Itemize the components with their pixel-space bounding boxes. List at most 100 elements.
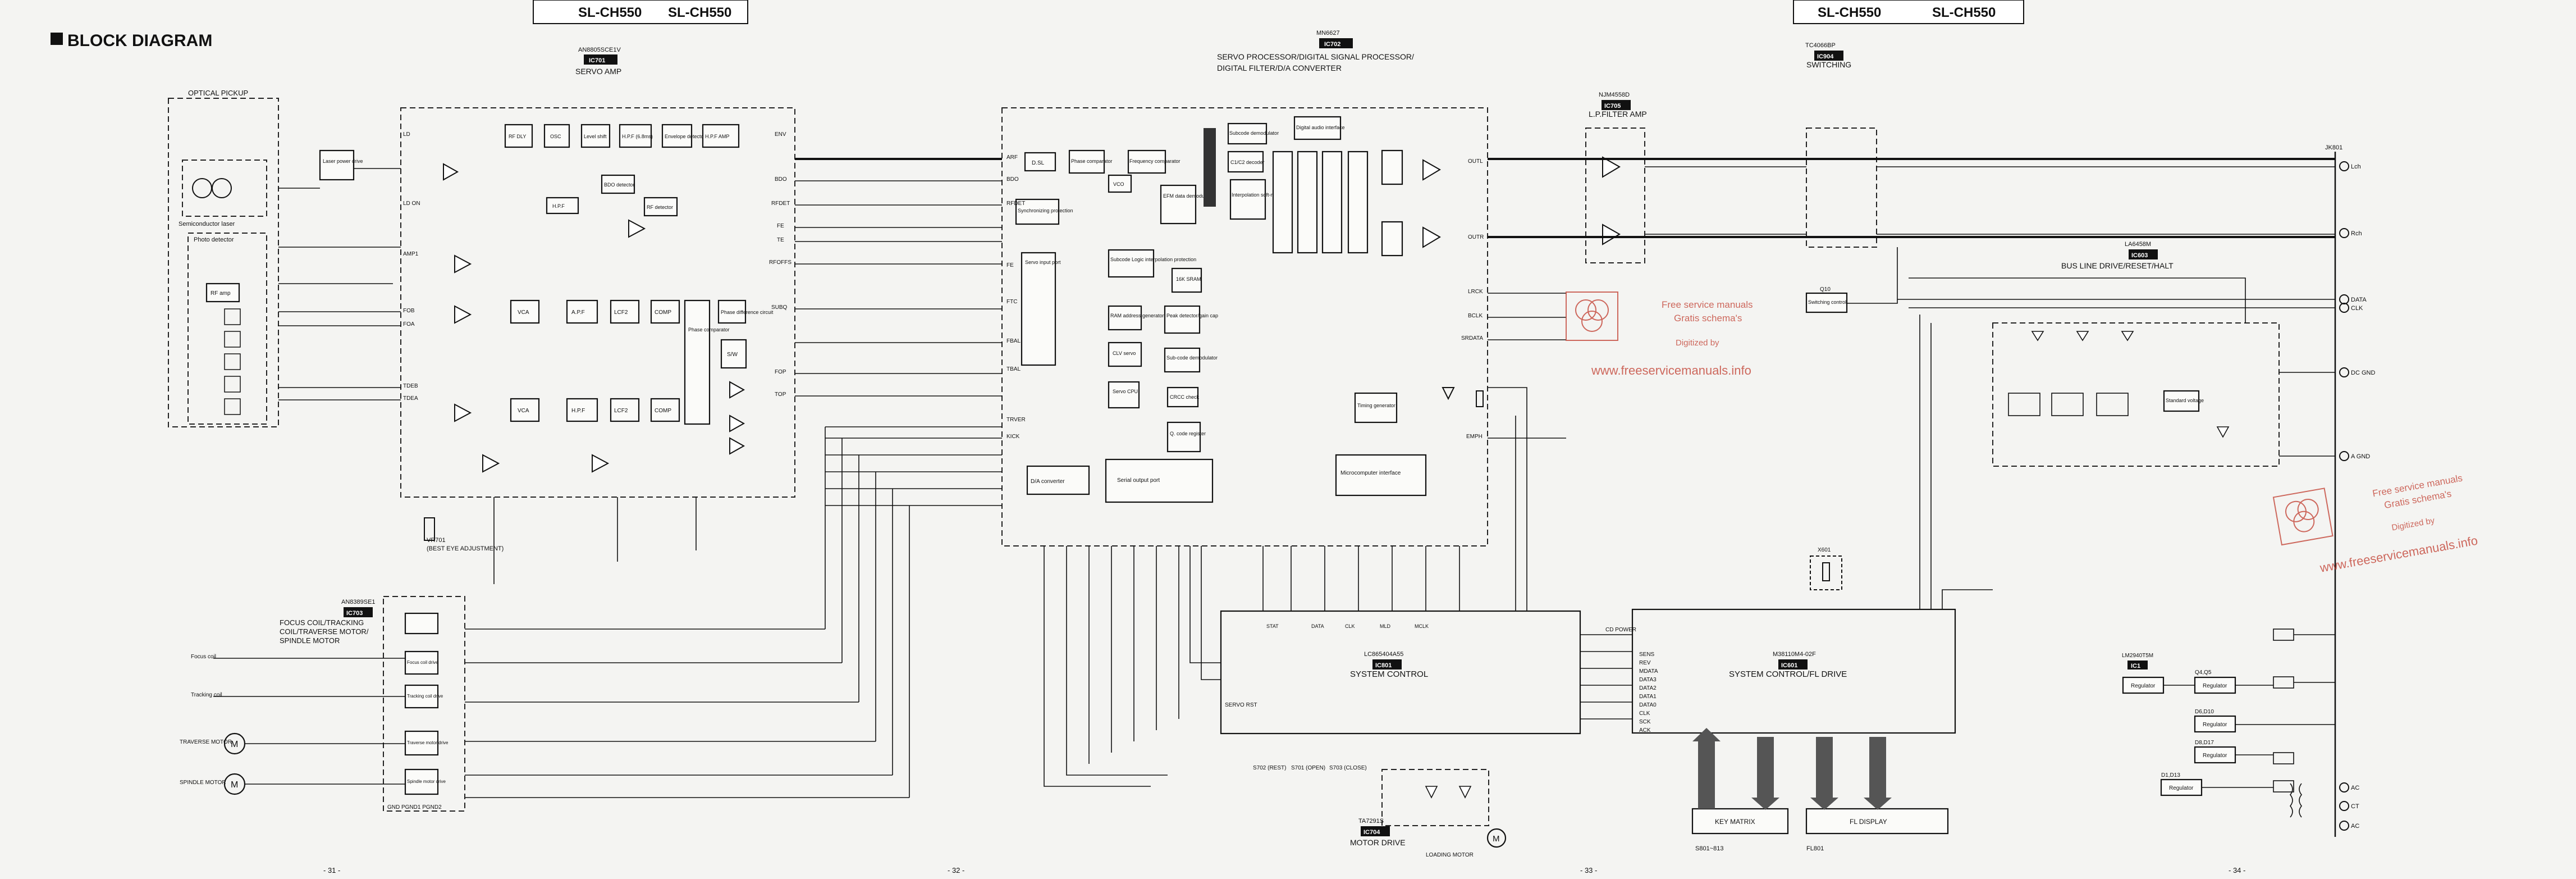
pin-label: DATA2 <box>1639 685 1657 691</box>
system-control-ref-badge <box>1372 659 1402 670</box>
block-label: Focus coil drive <box>407 660 438 665</box>
watermark-text: Free service manuals <box>1662 299 1753 310</box>
block-label: Level shift <box>584 134 607 139</box>
signal-wiring <box>213 158 2335 798</box>
pin-label: REV <box>1639 660 1651 666</box>
component-label: D6,D10 <box>2195 709 2214 715</box>
fl-drive-ref-badge <box>1778 659 1808 670</box>
motor-driver-amp <box>1458 786 1472 799</box>
block-label: Microcomputer interface <box>1340 470 1401 476</box>
pin-label: LRCK <box>1468 289 1483 295</box>
terminal-label: CT <box>2351 803 2359 810</box>
laser-power-drive-block <box>319 149 355 181</box>
component-label: D1,D13 <box>2161 772 2180 778</box>
block-label: COMP <box>655 408 671 414</box>
pin-label: CLK <box>1639 711 1650 717</box>
fl-drive-title: SYSTEM CONTROL/FL DRIVE <box>1729 670 1847 679</box>
pin-label: FBAL <box>1006 338 1021 344</box>
pin-label: OUTL <box>1468 158 1483 165</box>
servo-amp-opamps <box>443 163 745 473</box>
switching-ref-badge <box>1814 51 1843 61</box>
q10-label: Q10 <box>1820 286 1831 293</box>
block-label: 16K SRAM <box>1176 276 1201 282</box>
block-label: Phase comparator <box>1071 158 1113 164</box>
block-label: Digital audio interface <box>1296 125 1345 130</box>
switching-title: SWITCHING <box>1806 60 1851 69</box>
model-label: SL-CH550 <box>668 5 731 20</box>
block-label: RF DLY <box>509 134 526 139</box>
servo-amp-left-pins: LD LD ON AMP1 FOB FOA TDEB TDEA <box>403 131 420 402</box>
block-label: EFM data demodulator <box>1163 193 1215 199</box>
focus-drive-title-3: SPINDLE MOTOR <box>280 636 340 645</box>
monitor-diode-icon <box>212 178 232 198</box>
key-matrix-label: KEY MATRIX <box>1715 818 1755 826</box>
watermark-1: Free service manuals Gratis schema's Dig… <box>1566 292 1753 377</box>
pin-label: MLD <box>1380 623 1391 629</box>
component-label: Q4,Q5 <box>2195 670 2212 676</box>
pin-label: SRDATA <box>1461 335 1483 341</box>
focus-drive-frame <box>383 596 465 812</box>
fl-drive-part: M38110M4-02F <box>1773 651 1816 658</box>
focus-drive-ref-badge <box>344 607 373 617</box>
crystal-x701 <box>1442 387 1484 407</box>
focus-drive-title-1: FOCUS COIL/TRACKING <box>280 618 364 627</box>
terminal-label: CLK <box>2351 305 2363 312</box>
block-label: VCO <box>1113 181 1124 187</box>
motor-glyph: M <box>231 780 238 790</box>
x601-crystal: X601 <box>1810 547 1842 590</box>
pin-label: BDO <box>1006 176 1019 183</box>
block-label: Serial output port <box>1117 477 1160 484</box>
page-number: - 31 - <box>323 866 340 875</box>
block-label: Timing generator <box>1357 403 1395 408</box>
pin-label: FOA <box>403 321 415 327</box>
model-label: SL-CH550 <box>578 5 642 20</box>
block-label: VCA <box>518 408 529 414</box>
laser-label: Semiconductor laser <box>179 221 235 227</box>
pin-label: MCLK <box>1415 623 1429 629</box>
motor-drive-part: TA7291S <box>1358 818 1384 825</box>
power-supply-section: LM2940T5M IC1 Regulator Regulator Regula… <box>2122 628 2303 818</box>
block-label: Frequency comparator <box>1129 158 1181 164</box>
bus-line-part: LA6458M <box>2125 241 2151 248</box>
pin-label: TDEA <box>403 395 418 402</box>
block-label: Servo CPU <box>1113 389 1138 394</box>
servo-amp-row-top: RF DLY OSC Level shift H.P.F (6.8ms) Env… <box>504 124 740 217</box>
pin-label: DATA0 <box>1639 702 1657 708</box>
switch-label: S703 (CLOSE) <box>1329 765 1367 771</box>
cd-power-label: CD POWER <box>1605 627 1636 633</box>
fl-drive-ref: IC601 <box>1781 662 1797 669</box>
motor-drive-frame <box>1381 769 1489 826</box>
servo-amp-right-pins: ENV BDO RFDET FE TE RFOFFS SUBQ FOP TOP <box>769 131 791 398</box>
motor-drive-ref-badge <box>1361 826 1390 836</box>
pin-label: RFDET <box>1006 201 1025 207</box>
q10-text: Switching control <box>1808 299 1846 305</box>
dsp-left-pins: ARF BDO RFDET FE FTC FBAL TBAL TRVER KIC… <box>1006 154 1026 440</box>
block-label: D/A converter <box>1031 479 1065 485</box>
switching-frame <box>1806 127 1877 248</box>
block-label: CRCC check <box>1170 394 1200 400</box>
bus-line-frame <box>1992 322 2280 467</box>
bus-line-drivers <box>2008 331 2230 438</box>
switch-label: S701 (OPEN) <box>1291 765 1325 771</box>
watermark-2: Free service manuals Gratis schema's Dig… <box>2272 473 2479 575</box>
terminal-label: DATA <box>2351 297 2367 303</box>
pin-label: TDEB <box>403 383 418 389</box>
pin-label: EMPH <box>1466 434 1483 440</box>
optical-pickup-label: OPTICAL PICKUP <box>188 89 248 97</box>
switching-ref: IC904 <box>1817 53 1834 60</box>
title-bullet <box>51 33 63 45</box>
power-pin-label: GND PGND1 PGND2 <box>387 804 442 810</box>
block-label: Synchronizing protection <box>1018 208 1073 213</box>
traverse-motor-drive-block <box>404 730 439 756</box>
key-matrix-block <box>1691 808 1789 835</box>
pin-label: SENS <box>1639 652 1655 658</box>
watermark-text: Gratis schema's <box>1674 313 1742 324</box>
lpf-title: L.P.FILTER AMP <box>1589 110 1647 119</box>
dsp-title-2: DIGITAL FILTER/D/A CONVERTER <box>1217 63 1342 72</box>
pin-label: ENV <box>775 131 786 138</box>
x601-label: X601 <box>1818 547 1831 553</box>
motor-driver-amp <box>1425 786 1438 799</box>
bus-line-ref: IC603 <box>2131 252 2148 259</box>
traverse-motor-label: TRAVERSE MOTOR <box>180 739 232 745</box>
